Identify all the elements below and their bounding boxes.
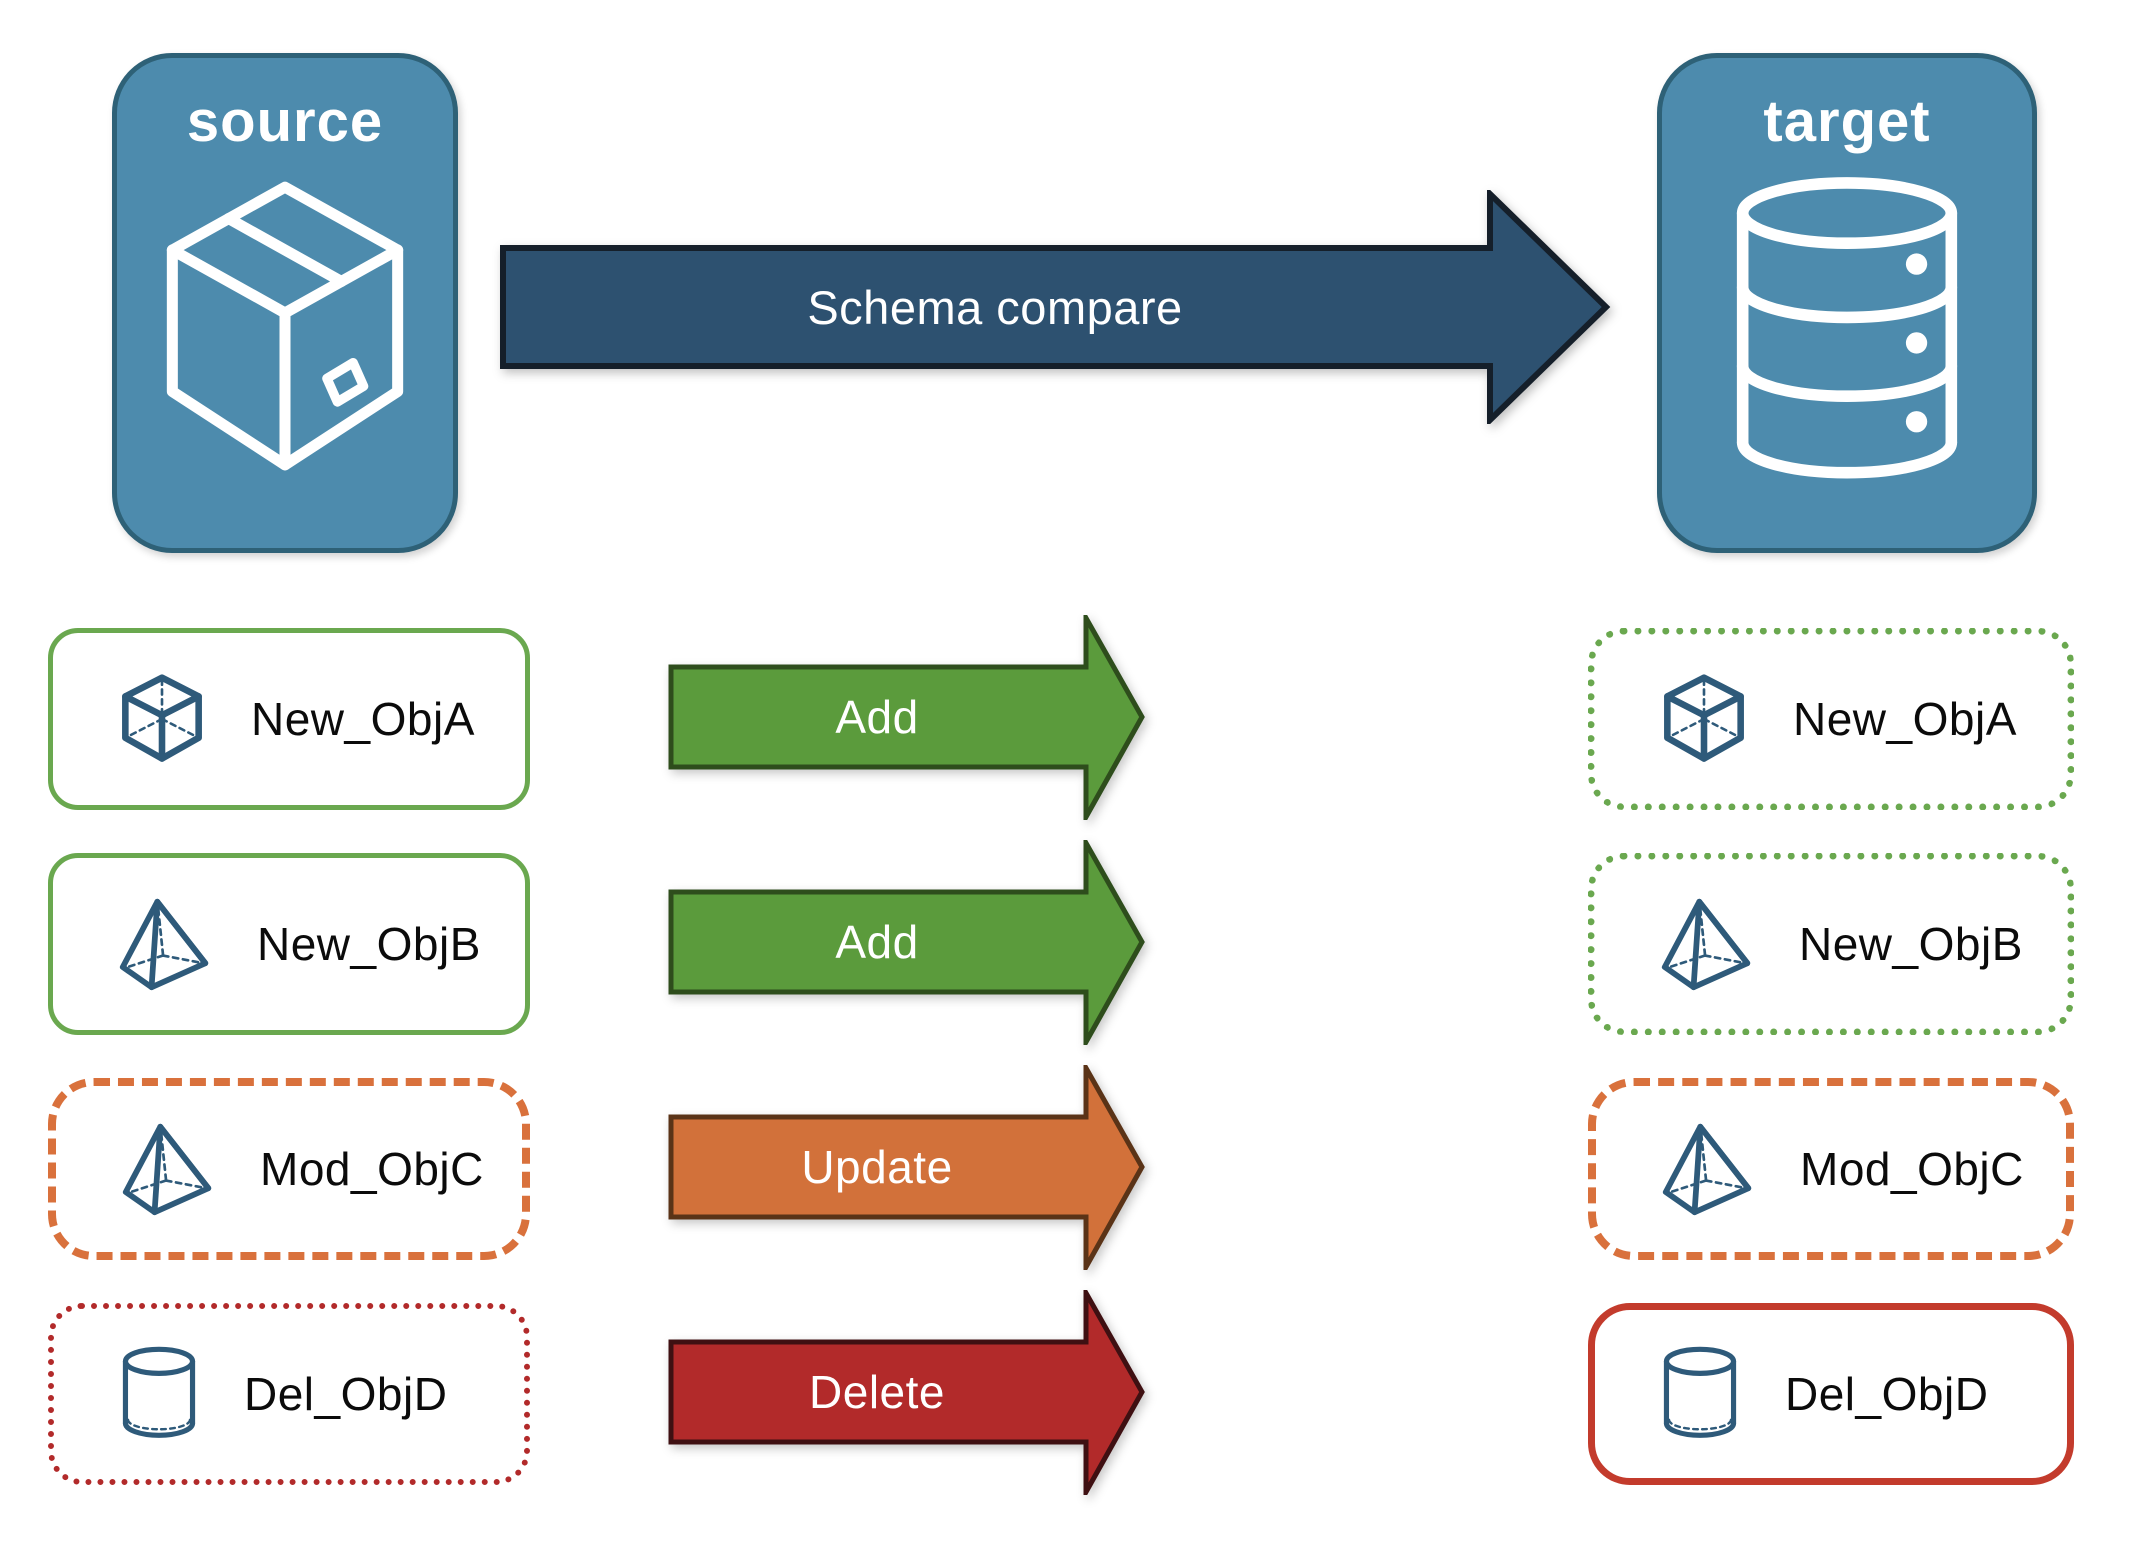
action-label-add-1: Add xyxy=(835,691,919,743)
target-card-label: target xyxy=(1763,89,1931,154)
cylinder-icon xyxy=(1663,1346,1737,1438)
schema-compare-label: Schema compare xyxy=(807,281,1183,334)
source-box-mod-objc: Mod_ObjC xyxy=(48,1078,530,1260)
pyramid-icon xyxy=(122,1123,212,1216)
object-label: New_ObjA xyxy=(251,693,475,745)
database-icon xyxy=(1736,176,1958,479)
action-label-delete: Delete xyxy=(809,1366,945,1418)
object-label: New_ObjB xyxy=(257,918,481,970)
schema-compare-arrow xyxy=(500,190,1611,424)
object-label: Mod_ObjC xyxy=(1800,1143,2024,1195)
object-label: Del_ObjD xyxy=(244,1368,448,1420)
action-arrow-update xyxy=(668,1065,1145,1270)
action-arrow-add-1 xyxy=(668,615,1145,820)
target-box-new-objb: New_ObjB xyxy=(1588,853,2074,1035)
source-box-new-obja: New_ObjA xyxy=(48,628,530,810)
pyramid-icon xyxy=(119,898,209,991)
pyramid-icon xyxy=(1661,898,1751,991)
source-card: source xyxy=(112,53,458,553)
object-label: Del_ObjD xyxy=(1785,1368,1989,1420)
target-card: target xyxy=(1657,53,2037,553)
source-box-del-objd: Del_ObjD xyxy=(48,1303,530,1485)
source-box-new-objb: New_ObjB xyxy=(48,853,530,1035)
package-icon xyxy=(166,181,404,471)
action-label-update: Update xyxy=(801,1141,953,1193)
object-label: New_ObjA xyxy=(1793,693,2017,745)
cube-icon xyxy=(122,674,202,762)
action-label-add-2: Add xyxy=(835,916,919,968)
cube-icon xyxy=(1664,674,1744,762)
pyramid-icon xyxy=(1662,1123,1752,1216)
object-label: New_ObjB xyxy=(1799,918,2023,970)
target-box-del-objd: Del_ObjD xyxy=(1588,1303,2074,1485)
source-card-label: source xyxy=(186,89,384,154)
action-arrow-delete xyxy=(668,1290,1145,1495)
action-arrow-add-2 xyxy=(668,840,1145,1045)
target-box-mod-objc: Mod_ObjC xyxy=(1588,1078,2074,1260)
object-label: Mod_ObjC xyxy=(260,1143,484,1195)
cylinder-icon xyxy=(122,1346,196,1438)
target-box-new-obja: New_ObjA xyxy=(1588,628,2074,810)
